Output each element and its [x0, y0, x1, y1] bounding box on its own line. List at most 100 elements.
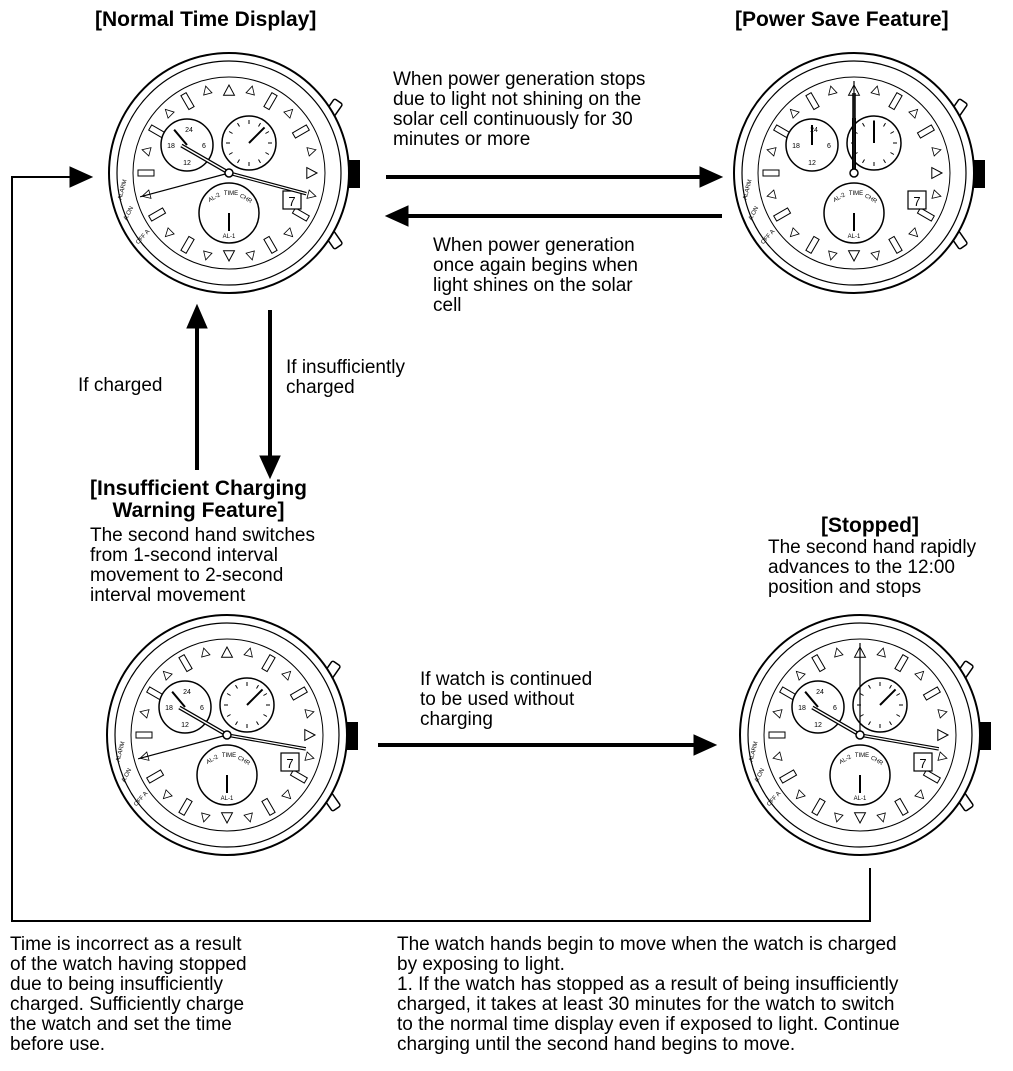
subdial-6-label: 6 [202, 143, 206, 150]
arrowhead-to-power-save [699, 166, 724, 188]
subdial-chrono-hand [248, 126, 266, 144]
subdial-chrono-hand [246, 688, 264, 706]
hour-marker-triangle [931, 166, 944, 180]
chrono-tick [237, 122, 240, 127]
hour-marker-bar [261, 654, 276, 673]
subdial-24-label: 24 [816, 689, 824, 696]
chrono-tick [226, 714, 231, 717]
minute-marker [914, 670, 925, 681]
hour-marker-bar [289, 686, 308, 701]
chrono-tick [235, 721, 238, 726]
hour-marker-bar [261, 797, 276, 816]
minute-marker [201, 647, 211, 658]
chrono-tick [237, 159, 240, 164]
watch-dial [132, 76, 326, 270]
arrowhead-if-insufficient [259, 455, 281, 480]
hour-marker-bar [291, 124, 310, 139]
minute-marker [245, 85, 255, 96]
hour-marker-bar [805, 235, 820, 254]
hour-marker-triangle [306, 166, 319, 180]
hour-marker-bar [894, 797, 909, 816]
minute-marker [789, 227, 800, 238]
mode-label-time: TIME [222, 753, 236, 759]
arrowhead-continued-use [693, 734, 718, 756]
watch-dial [130, 638, 324, 832]
minute-marker [828, 250, 838, 261]
minute-marker [834, 647, 844, 658]
chrono-tick [896, 693, 901, 696]
minute-marker [828, 85, 838, 96]
minute-marker [164, 227, 175, 238]
hour-marker-bar [263, 92, 278, 111]
date-window [280, 752, 300, 772]
chrono-tick [859, 693, 864, 696]
chrono-tick [883, 122, 886, 127]
mode-label-time: TIME [224, 191, 238, 197]
minute-marker [772, 751, 783, 761]
minute-marker [931, 189, 942, 199]
hand-hub [224, 168, 234, 178]
chrono-tick [868, 684, 871, 689]
date-value: 7 [286, 756, 293, 771]
transition-to-power-save-label: When power generation stops due to light… [393, 69, 646, 150]
arrowhead-if-charged [186, 303, 208, 329]
subdial-18-label: 18 [792, 143, 800, 150]
hour-marker-bar [916, 124, 935, 139]
chrono-tick [889, 684, 892, 689]
power-save-feature-title: [Power Save Feature] [735, 8, 949, 31]
subdial-6-label: 6 [833, 705, 837, 712]
minute-marker [870, 250, 880, 261]
hour-marker-triangle [220, 812, 234, 825]
insufficient-charging-title-line2: Warning Feature] [112, 499, 285, 522]
chrono-tick [265, 131, 270, 134]
mode-label-al1: AL-1 [854, 796, 867, 802]
watch-bezel [747, 622, 973, 848]
minute-marker [795, 670, 806, 681]
hour-hand-inner [811, 706, 861, 736]
chrono-tick [883, 159, 886, 164]
hour-marker-triangle [220, 645, 234, 658]
hour-marker-triangle [222, 83, 236, 96]
minute-marker [304, 751, 315, 761]
subdial-24-label: 24 [810, 127, 818, 134]
subdial-chrono-hand [879, 688, 897, 706]
mode-label-al2: AL-2 [833, 192, 848, 204]
hour-marker-bar [894, 654, 909, 673]
continued-use-label: If watch is continued to be used without… [420, 669, 593, 730]
chrono-tick [859, 714, 864, 717]
watch-bezel [116, 60, 342, 286]
hour-marker-triangle [304, 728, 317, 742]
minute-marker [937, 751, 948, 761]
hour-marker-bar [178, 654, 193, 673]
hour-marker-bar [146, 769, 165, 784]
minute-marker [870, 85, 880, 96]
minute-hand-inner [226, 734, 306, 750]
minute-hand-inner [859, 734, 939, 750]
date-value: 7 [919, 756, 926, 771]
chrono-tick [862, 159, 865, 164]
minute-marker [201, 812, 211, 823]
watch-dial [757, 76, 951, 270]
hour-marker-bar [888, 235, 903, 254]
minute-marker [203, 250, 213, 261]
bezel-label-alarm: ALARM [742, 179, 753, 201]
mode-label-al1: AL-1 [848, 234, 861, 240]
date-value: 7 [288, 194, 295, 209]
minute-marker [283, 227, 294, 238]
insufficient-charging-title-line1: [Insufficient Charging [90, 477, 307, 500]
minute-marker [306, 189, 317, 199]
hour-marker-bar [916, 207, 935, 222]
hour-marker-bar [289, 769, 308, 784]
hour-marker-bar [762, 169, 780, 177]
normal-time-display-title: [Normal Time Display] [95, 8, 317, 31]
chrono-tick [263, 714, 268, 717]
minute-marker [914, 789, 925, 800]
mode-label-al2: AL-2 [208, 192, 223, 204]
hour-marker-bar [137, 169, 155, 177]
hour-marker-bar [922, 769, 941, 784]
